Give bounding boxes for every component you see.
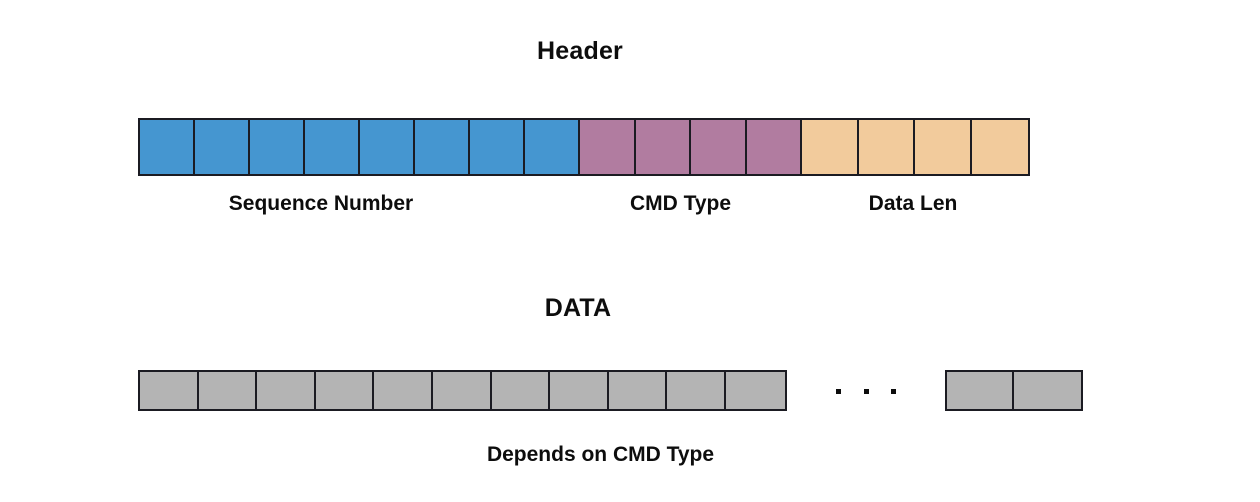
ellipsis-dot: [863, 388, 869, 394]
field-label-data-len: Data Len: [868, 192, 958, 215]
data-byte-cell: [315, 372, 375, 409]
ellipsis-dot: [836, 388, 841, 394]
header-byte-cell: [140, 120, 195, 174]
continuation-ellipsis-icon: [836, 373, 896, 409]
header-byte-cell: [635, 120, 691, 174]
header-byte-cell: [415, 120, 470, 174]
header-byte-cell: [525, 120, 580, 174]
header-byte-cell: [195, 120, 250, 174]
data-byte-cell: [140, 372, 199, 409]
header-byte-cell: [746, 120, 802, 174]
header-section-title: Header: [537, 37, 623, 65]
header-byte-cell: [250, 120, 305, 174]
ellipsis-dot: [891, 388, 896, 394]
data-byte-cell: [608, 372, 668, 409]
field-label-cmd-type: CMD Type: [629, 192, 732, 215]
header-byte-cell: [915, 120, 972, 174]
data-packet-row-left: [138, 370, 787, 411]
data-byte-cell: [667, 372, 726, 409]
header-byte-cell: [858, 120, 915, 174]
header-byte-cell: [470, 120, 525, 174]
header-byte-cell: [580, 120, 636, 174]
header-byte-cell: [971, 120, 1028, 174]
header-byte-cell: [305, 120, 360, 174]
data-byte-cell: [1014, 372, 1081, 409]
header-byte-cell: [691, 120, 747, 174]
data-byte-cell: [550, 372, 609, 409]
data-byte-cell: [198, 372, 258, 409]
data-byte-cell: [257, 372, 316, 409]
data-byte-cell: [432, 372, 492, 409]
header-byte-cell: [802, 120, 859, 174]
data-packet-row-right: [945, 370, 1083, 411]
data-byte-cell: [947, 372, 1014, 409]
data-byte-cell: [725, 372, 785, 409]
data-byte-cell: [374, 372, 433, 409]
data-byte-cell: [491, 372, 551, 409]
header-byte-cell: [360, 120, 415, 174]
field-label-sequence-number: Sequence Number: [228, 192, 414, 215]
data-section-title: DATA: [544, 294, 612, 322]
data-section-caption: Depends on CMD Type: [486, 443, 715, 466]
header-packet-row: [138, 118, 1030, 176]
